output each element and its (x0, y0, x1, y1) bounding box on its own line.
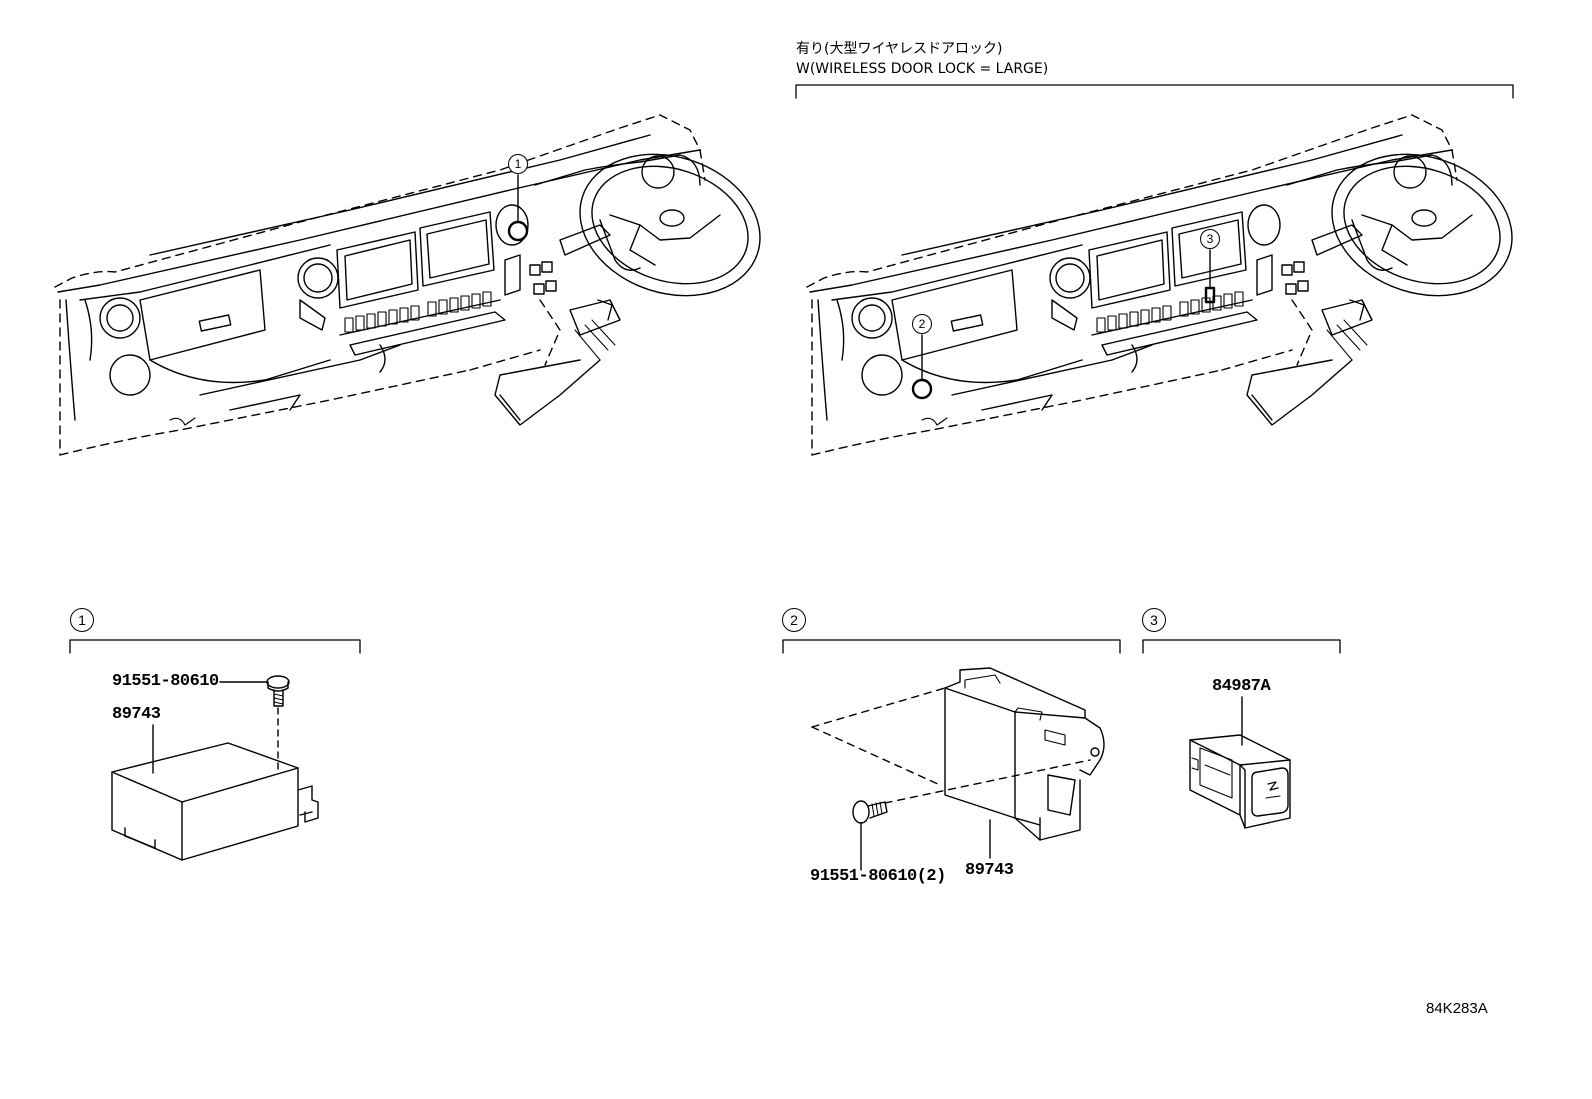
switch-84987A (1189, 734, 1291, 829)
location-marker-2 (911, 378, 933, 400)
control-unit-89743-right (944, 667, 1105, 841)
section-2-detail (782, 639, 1121, 871)
callout-2-dashboard: 2 (912, 314, 932, 334)
part-number-unit-1: 89743 (112, 705, 161, 724)
variant-header-en: W(WIRELESS DOOR LOCK = LARGE) (796, 61, 1049, 77)
figure-reference: 84K283A (1426, 1000, 1488, 1017)
bolt-icon (852, 800, 888, 824)
part-number-bolt-2: 91551-80610(2) (810, 867, 946, 886)
callout-1-dashboard: 1 (508, 154, 528, 174)
dashboard-left-illustration (54, 114, 761, 456)
section-3-detail (1142, 639, 1341, 829)
control-unit-89743-left (111, 742, 319, 861)
part-number-switch-3: 84987A (1212, 677, 1271, 696)
callout-3-dashboard: 3 (1200, 229, 1220, 249)
section-1-detail (69, 639, 361, 861)
section-1-callout: 1 (70, 608, 94, 632)
section-2-callout: 2 (782, 608, 806, 632)
location-marker-1 (507, 220, 529, 242)
bolt-icon (266, 675, 290, 707)
variant-header-jp: 有り(大型ワイヤレスドアロック) (796, 41, 1003, 57)
part-number-bolt-1: 91551-80610 (112, 672, 219, 691)
section-3-callout: 3 (1142, 608, 1166, 632)
dashboard-right-illustration (795, 84, 1514, 456)
part-number-unit-2: 89743 (965, 861, 1014, 880)
